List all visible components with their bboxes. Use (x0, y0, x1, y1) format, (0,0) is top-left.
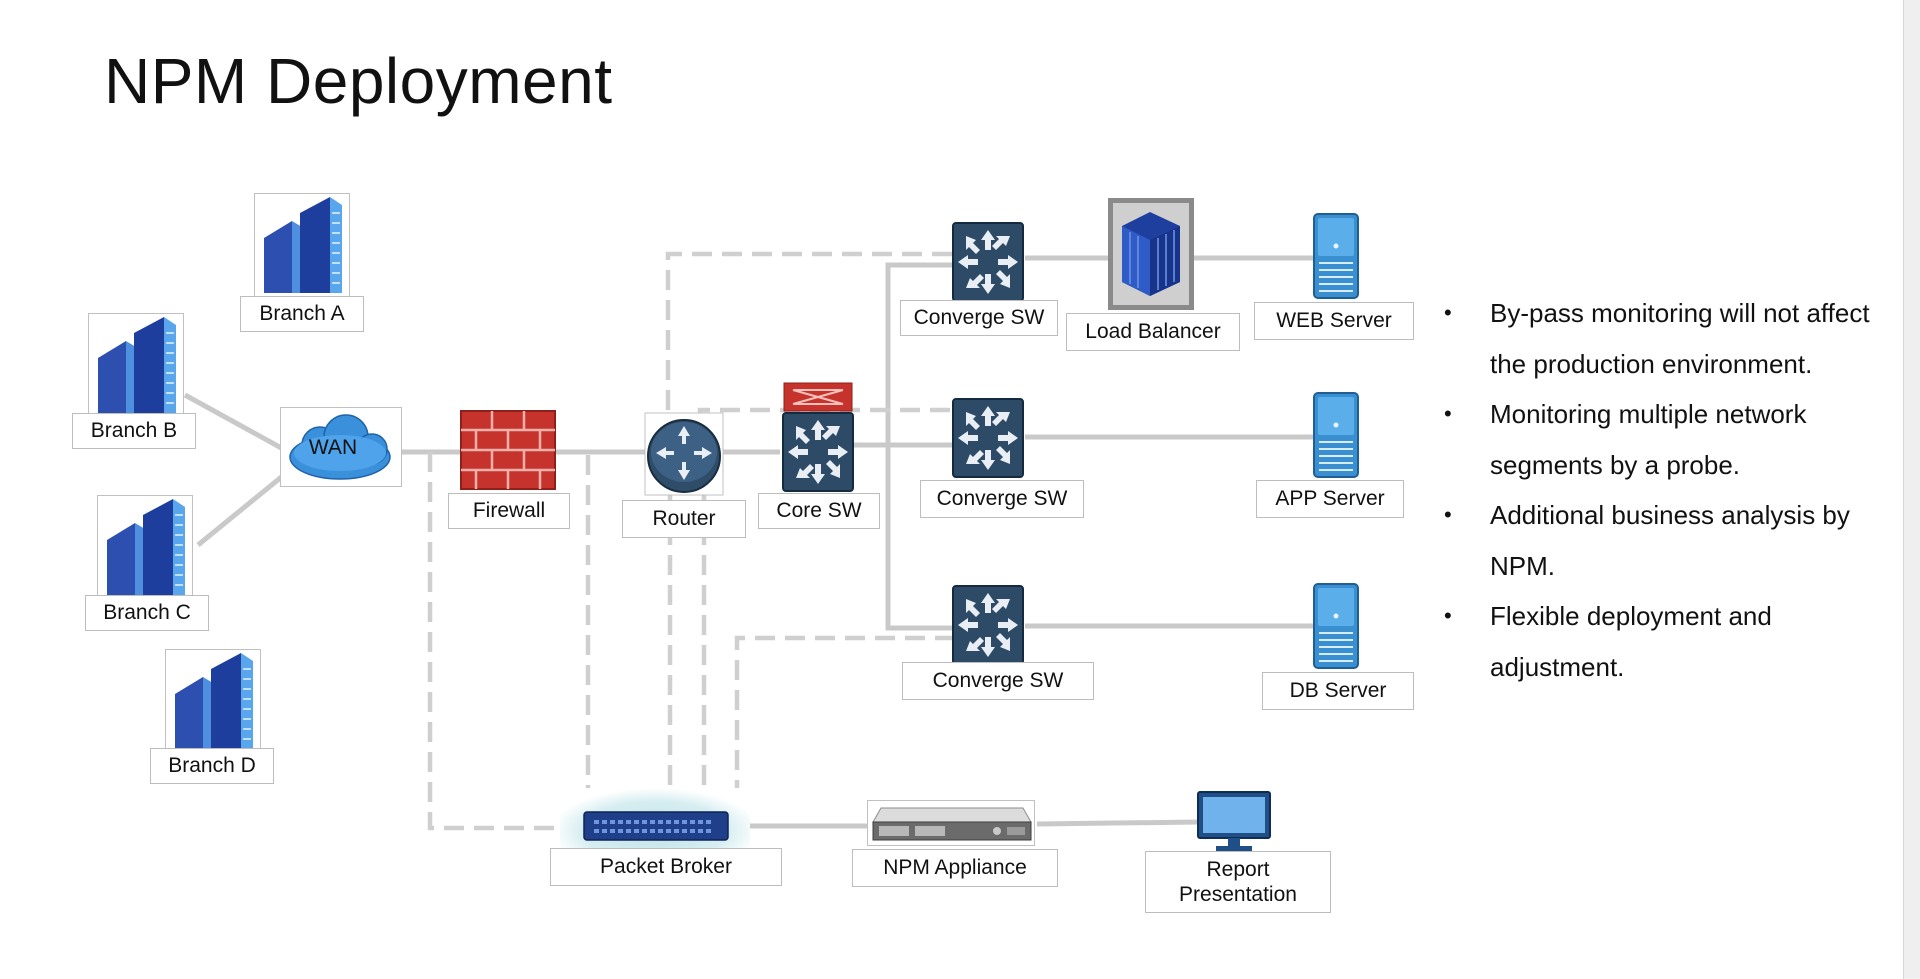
firewall-label: Firewall (448, 493, 570, 529)
load-balancer-label: Load Balancer (1066, 313, 1240, 351)
page-title: NPM Deployment (104, 45, 613, 117)
link-appliance-report (1036, 819, 1201, 827)
npm-appliance-icon (867, 800, 1035, 846)
app-server-icon (1313, 392, 1359, 478)
mirror-converge-1-router (665, 251, 952, 412)
branch-c-building-icon (97, 495, 193, 599)
bullet-item: By-pass monitoring will not affect the p… (1440, 288, 1900, 389)
feature-bullet-list: By-pass monitoring will not affect the p… (1440, 288, 1900, 692)
branch-d-building-icon (165, 649, 261, 753)
npm-appliance-label: NPM Appliance (852, 849, 1058, 887)
mirror-converge-3-broker (734, 635, 955, 795)
link-branch-c-wan (196, 468, 292, 547)
load-balancer-icon (1108, 198, 1194, 310)
branch-b-building-icon (88, 313, 184, 417)
converge-switch-1-icon (952, 222, 1024, 302)
branch-b-label: Branch B (72, 413, 196, 449)
converge-switch-2-label: Converge SW (920, 480, 1084, 518)
bullet-item: Monitoring multiple network segments by … (1440, 389, 1900, 490)
branch-a-label: Branch A (240, 296, 364, 332)
core-switch-module-icon (783, 382, 853, 412)
link-branch-b-wan (183, 392, 287, 453)
bullet-item: Additional business analysis by NPM. (1440, 490, 1900, 591)
bullet-item: Flexible deployment and adjustment. (1440, 591, 1900, 692)
wan-cloud-icon (280, 407, 402, 487)
report-label-line-2: Presentation (1179, 883, 1297, 906)
report-presentation-label: Report Presentation (1145, 851, 1331, 913)
report-label-line-1: Report (1206, 857, 1270, 881)
packet-broker-label: Packet Broker (550, 848, 782, 886)
link-core-trunk (885, 262, 955, 631)
monitor-icon (1196, 790, 1272, 852)
window-edge (1903, 0, 1920, 979)
converge-switch-3-icon (952, 585, 1024, 665)
app-server-label: APP Server (1256, 480, 1404, 518)
core-switch-label: Core SW (758, 493, 880, 529)
converge-switch-1-label: Converge SW (900, 300, 1058, 336)
converge-switch-2-icon (952, 398, 1024, 478)
wan-label: WAN (308, 436, 358, 459)
router-label: Router (622, 500, 746, 538)
db-server-icon (1313, 583, 1359, 669)
mirror-wan-broker (427, 452, 570, 831)
router-icon (644, 412, 724, 496)
web-server-icon (1313, 213, 1359, 299)
branch-d-label: Branch D (150, 748, 274, 784)
firewall-icon (460, 410, 556, 490)
web-server-label: WEB Server (1254, 302, 1414, 340)
branch-c-label: Branch C (85, 595, 209, 631)
branch-a-building-icon (254, 193, 350, 297)
converge-switch-3-label: Converge SW (902, 662, 1094, 700)
db-server-label: DB Server (1262, 672, 1414, 710)
core-switch-icon (782, 412, 854, 492)
